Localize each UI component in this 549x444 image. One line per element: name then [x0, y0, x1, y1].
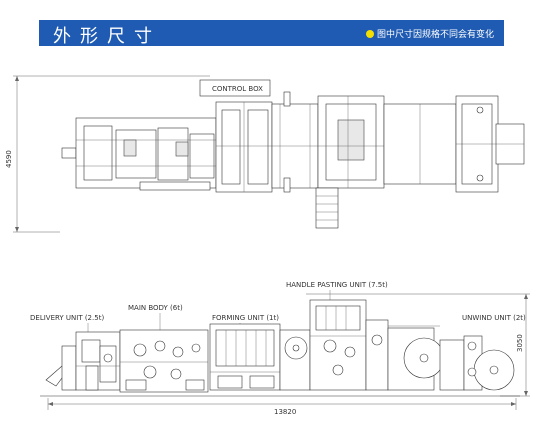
- spec-note: 图中尺寸因规格不同会有变化: [365, 27, 494, 40]
- top-forming-unit: [271, 91, 319, 193]
- top-unwind-unit: [383, 95, 525, 193]
- side-unwind-unit: [387, 325, 515, 391]
- control-box-label: CONTROL BOX: [212, 85, 263, 93]
- top-view: 4590 CONTROL BOX: [5, 75, 525, 233]
- side-main-body: [119, 329, 209, 393]
- height-dimension-line: [306, 293, 530, 397]
- top-main-body: [215, 101, 273, 193]
- top-delivery-unit: [61, 117, 217, 191]
- delivery-unit-label: DELIVERY UNIT (2.5t): [30, 314, 104, 322]
- bullet-dot-icon: [365, 30, 374, 38]
- handle-pasting-unit-label: HANDLE PASTING UNIT (7.5t): [286, 281, 388, 289]
- spec-note-text: 图中尺寸因规格不同会有变化: [376, 30, 494, 40]
- main-body-label: MAIN BODY (6t): [128, 304, 183, 312]
- side-handle-pasting-unit: [279, 299, 389, 391]
- control-box: CONTROL BOX: [199, 79, 271, 97]
- top-handle-pasting-unit: [315, 95, 385, 229]
- unwind-unit-label: UNWIND UNIT (2t): [462, 314, 526, 322]
- side-forming-unit: [209, 323, 281, 391]
- page-title: 外形尺寸: [53, 26, 161, 47]
- length-dimension-label: 13820: [274, 408, 296, 416]
- side-view: DELIVERY UNIT (2.5t) MAIN BODY (6t) FORM…: [30, 281, 530, 416]
- forming-unit-label: FORMING UNIT (1t): [212, 314, 279, 322]
- side-delivery-unit: [45, 331, 121, 391]
- length-dimension-line: [47, 398, 517, 410]
- title-banner: 外形尺寸 图中尺寸因规格不同会有变化: [39, 20, 504, 47]
- width-dimension-line: [13, 75, 210, 233]
- width-dimension-label: 4590: [5, 150, 13, 168]
- height-dimension-label: 3050: [516, 334, 524, 352]
